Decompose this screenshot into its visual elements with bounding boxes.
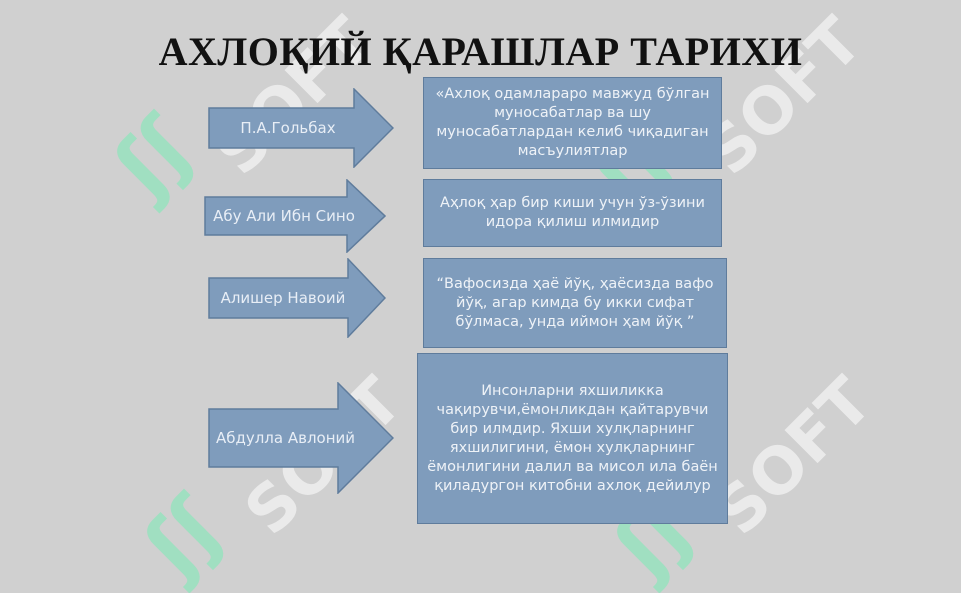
definition-box: «Ахлоқ одамлараро мавжуд бўлган муносаба… (423, 77, 722, 169)
definition-box: Аҳлоқ ҳар бир киши учун ўз-ўзини идора қ… (423, 179, 722, 247)
arrow-label: Абу Али Ибн Сино (213, 207, 355, 225)
arrow-shape: Абдулла Авлоний (208, 382, 394, 494)
watermark-text: SOFT (701, 364, 887, 550)
arrow-label: П.А.Гольбах (240, 119, 336, 137)
arrow-shape: П.А.Гольбах (208, 88, 394, 168)
arrow-label: Абдулла Авлоний (215, 429, 356, 447)
arrow-label: Алишер Навоий (220, 289, 346, 307)
arrow-shape: Абу Али Ибн Сино (204, 179, 386, 253)
definition-box: “Вафосизда ҳаё йўқ, ҳаёсизда вафо йўқ, а… (423, 258, 727, 348)
arrow-shape: Алишер Навоий (208, 258, 386, 338)
page-title: АХЛОҚИЙ ҚАРАШЛАР ТАРИХИ (158, 29, 803, 74)
definition-box: Инсонларни яхшиликка чақирувчи,ёмонликда… (417, 353, 728, 524)
watermark-logo-icon: ʃʃ (96, 100, 210, 213)
watermark-logo-icon: ʃʃ (126, 480, 240, 593)
